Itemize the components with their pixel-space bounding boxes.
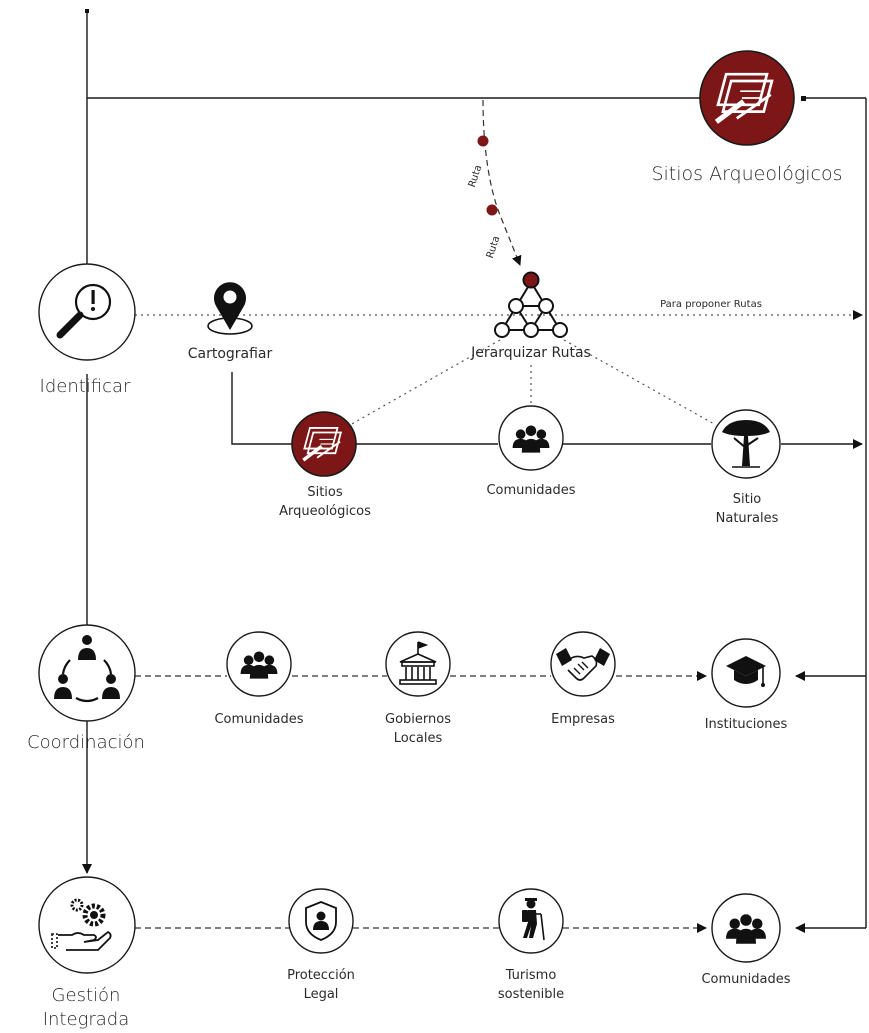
connectors: [82, 9, 867, 933]
acacia-tree-icon: [722, 420, 770, 468]
shield-person-icon: [305, 901, 337, 941]
node-identificar: [38, 263, 136, 361]
label-sitios-mid-1: Sitios: [307, 485, 343, 500]
graduation-cap-icon: [726, 656, 766, 687]
label-proteccion-2: Legal: [304, 987, 339, 1002]
right-bus-marker: [801, 96, 806, 101]
ruta-curve: [482, 99, 522, 266]
label-comunidades-bottom: Comunidades: [701, 972, 790, 987]
network-triangle-icon: [494, 271, 568, 338]
label-sitios-top: Sitios Arqueológicos: [651, 163, 842, 185]
node-comunidades-mid: [498, 405, 564, 471]
map-pin-icon: [207, 282, 253, 335]
node-jerarquizar: [494, 271, 568, 338]
node-proteccion: [288, 888, 354, 954]
gears-hand-icon: [51, 898, 112, 951]
handshake-icon: [556, 648, 610, 681]
node-comunidades-bottom: [711, 893, 781, 963]
team-cycle-icon: [54, 635, 120, 703]
node-sitios-mid: [291, 411, 357, 477]
hiker-icon: [522, 898, 545, 941]
label-turismo-2: sostenible: [498, 987, 564, 1002]
label-comunidades-mid: Comunidades: [486, 483, 575, 498]
label-para-proponer: Para proponer Rutas: [660, 299, 762, 310]
node-turismo: [498, 888, 564, 954]
label-gestion-1: Gestión: [52, 985, 121, 1006]
ruta-dot-1: [477, 135, 489, 147]
label-gobiernos-2: Locales: [394, 731, 443, 746]
label-identificar: Identificar: [40, 376, 132, 397]
node-coordinacion: [38, 624, 136, 722]
label-comunidades-coord: Comunidades: [214, 712, 303, 727]
label-instituciones: Instituciones: [705, 717, 788, 732]
cartografiar-branch: [231, 372, 292, 445]
node-sitios-top: [699, 50, 795, 146]
node-empresas: [550, 631, 616, 697]
node-sitio-naturales: [711, 409, 781, 479]
ruta-dot-2: [486, 204, 498, 216]
node-cartografiar: [207, 282, 253, 335]
label-cartografiar: Cartografiar: [188, 346, 273, 362]
magnifier-alert-icon: [56, 283, 112, 339]
label-proteccion-1: Protección: [287, 968, 355, 983]
government-building-icon: [399, 641, 437, 685]
label-coordinacion: Coordinación: [27, 732, 145, 753]
label-ruta-2: Ruta: [485, 235, 503, 260]
node-instituciones: [711, 638, 781, 708]
dot-to-naturales: [563, 339, 717, 426]
label-empresas: Empresas: [551, 712, 615, 727]
label-gestion-2: Integrada: [43, 1009, 130, 1030]
spine-end-marker: [85, 9, 89, 13]
label-gobiernos-1: Gobiernos: [385, 712, 451, 727]
label-turismo-1: Turismo: [505, 968, 557, 983]
node-comunidades-coord: [226, 631, 292, 697]
node-gestion: [38, 876, 136, 974]
labels: Sitios Arqueológicos Ruta Ruta Identific…: [27, 163, 842, 1030]
label-sitios-mid-2: Arqueológicos: [279, 504, 371, 519]
label-jerarquizar: Jerarquizar Rutas: [470, 345, 591, 361]
label-ruta-1: Ruta: [467, 164, 485, 189]
label-sitio-naturales-1: Sitio: [733, 492, 762, 507]
label-sitio-naturales-2: Naturales: [716, 511, 779, 526]
node-gobiernos: [385, 631, 451, 697]
